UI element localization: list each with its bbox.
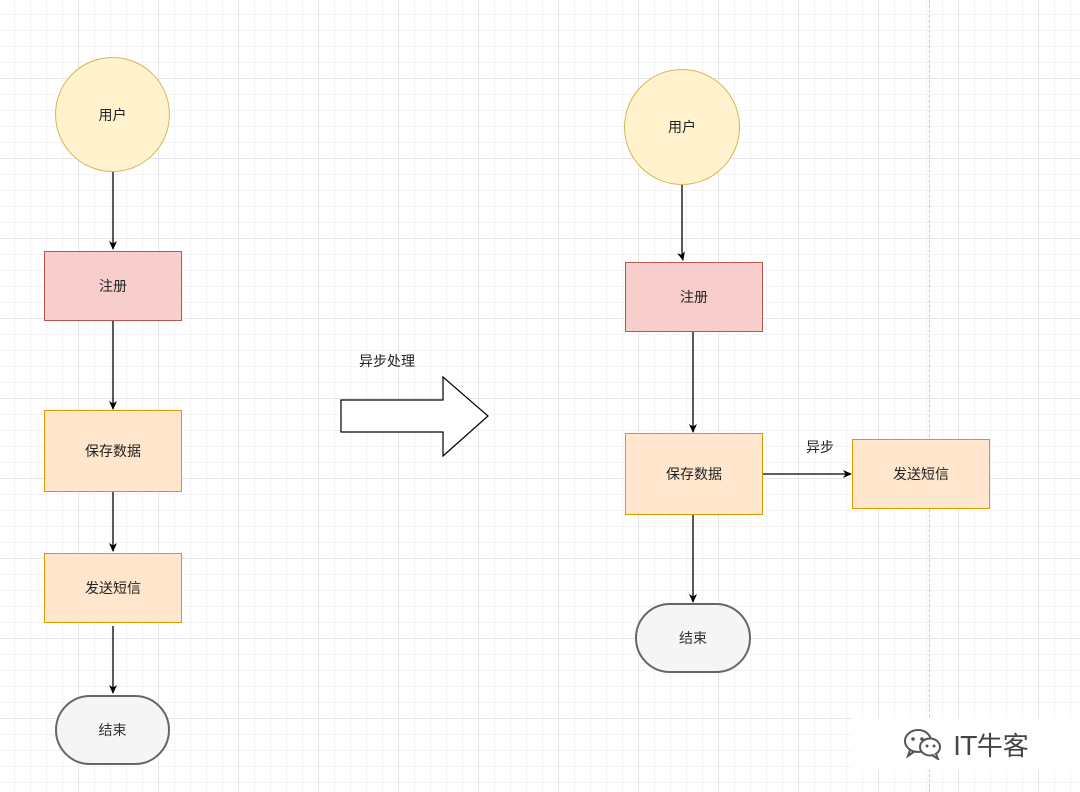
right-register-label: 注册 [680, 290, 708, 306]
right-send-sms-node[interactable]: 发送短信 [852, 439, 990, 509]
right-register-node[interactable]: 注册 [625, 262, 763, 332]
watermark-text: IT牛客 [953, 731, 1029, 762]
left-user-label: 用户 [98, 107, 127, 124]
left-register-node[interactable]: 注册 [44, 251, 182, 321]
right-end-label: 结束 [679, 631, 707, 647]
left-send-sms-node[interactable]: 发送短信 [44, 553, 182, 623]
right-user-node[interactable]: 用户 [624, 69, 740, 185]
left-end-node[interactable]: 结束 [55, 695, 170, 765]
right-save-data-node[interactable]: 保存数据 [625, 433, 763, 515]
async-processing-label: 异步处理 [359, 354, 415, 370]
wechat-icon [904, 729, 942, 760]
left-save-data-node[interactable]: 保存数据 [44, 410, 182, 492]
page-boundary-line [929, 0, 930, 792]
right-save-data-label: 保存数据 [666, 467, 722, 483]
left-send-sms-label: 发送短信 [85, 581, 141, 597]
edge-user-register-right [677, 184, 685, 261]
left-end-label: 结束 [98, 723, 127, 739]
right-send-sms-label: 发送短信 [893, 467, 949, 483]
async-edge-label: 异步 [806, 440, 834, 456]
left-save-data-label: 保存数据 [85, 444, 141, 460]
transition-arrow [340, 375, 489, 458]
watermark: IT牛客 [852, 718, 1080, 770]
right-user-label: 用户 [668, 120, 696, 136]
left-register-label: 注册 [99, 279, 127, 295]
left-user-node[interactable]: 用户 [55, 57, 170, 172]
right-end-node[interactable]: 结束 [635, 603, 751, 673]
